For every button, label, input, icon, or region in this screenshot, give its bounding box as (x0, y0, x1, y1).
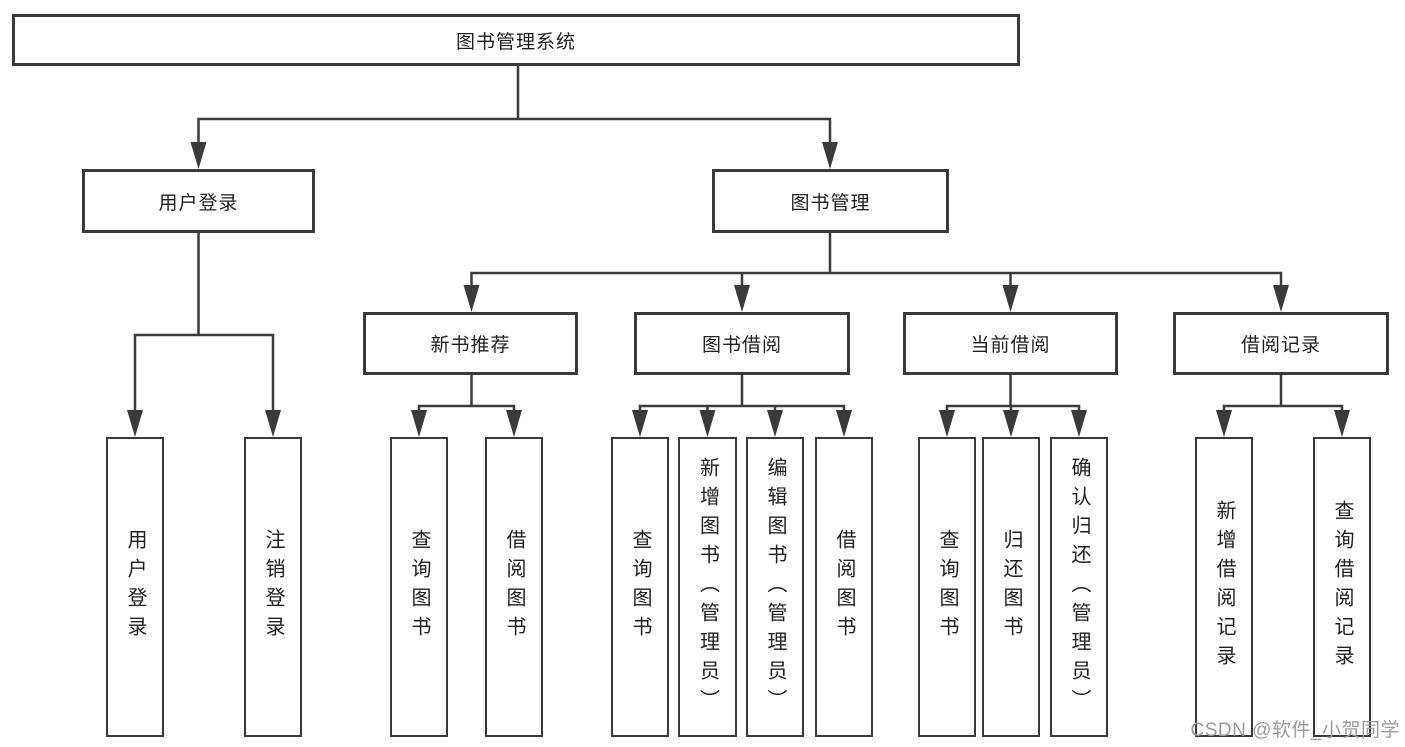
leaf-recommend-query-books: 查询图书 (390, 437, 448, 737)
node-book-borrowing-label: 图书借阅 (701, 335, 782, 356)
node-book-management-label: 图书管理 (790, 192, 871, 214)
leaf-query-borrow-record: 查询借阅记录 (1313, 437, 1371, 737)
leaf-logout-label: 注销登录 (262, 529, 284, 645)
node-root-label: 图书管理系统 (455, 31, 576, 53)
leaf-edit-books-admin-label: 编辑图书（管理员） (764, 456, 786, 718)
leaf-recommend-borrow-books-label: 借阅图书 (503, 529, 525, 645)
node-root: 图书管理系统 (12, 14, 1020, 66)
leaf-return-books-label: 归还图书 (1000, 529, 1022, 645)
leaf-current-query-books-label: 查询图书 (936, 529, 958, 645)
watermark: CSDN @软件_小贺同学 (1190, 720, 1400, 741)
leaf-confirm-return-admin: 确认归还（管理员） (1050, 437, 1108, 737)
node-user-login-label: 用户登录 (158, 192, 239, 214)
leaf-confirm-return-admin-label: 确认归还（管理员） (1068, 456, 1090, 718)
leaf-recommend-borrow-books: 借阅图书 (485, 437, 543, 737)
leaf-logout: 注销登录 (244, 437, 302, 737)
leaf-user-login: 用户登录 (106, 437, 164, 737)
node-user-login: 用户登录 (82, 169, 315, 233)
leaf-return-books: 归还图书 (982, 437, 1040, 737)
leaf-add-books-admin-label: 新增图书（管理员） (696, 456, 719, 718)
node-current-borrowing-label: 当前借阅 (970, 335, 1051, 356)
leaf-borrowing-query-books: 查询图书 (611, 437, 669, 737)
leaf-query-borrow-record-label: 查询借阅记录 (1331, 500, 1353, 674)
node-book-borrowing: 图书借阅 (634, 312, 850, 375)
leaf-user-login-label: 用户登录 (124, 529, 146, 645)
leaf-borrowing-borrow-books-label: 借阅图书 (833, 529, 855, 645)
node-new-book-recommend: 新书推荐 (363, 312, 578, 375)
leaf-add-books-admin: 新增图书（管理员） (678, 437, 737, 737)
leaf-add-borrow-record: 新增借阅记录 (1195, 437, 1253, 737)
leaf-current-query-books: 查询图书 (918, 437, 976, 737)
leaf-edit-books-admin: 编辑图书（管理员） (746, 437, 804, 737)
node-borrowing-records: 借阅记录 (1173, 312, 1389, 375)
node-borrowing-records-label: 借阅记录 (1240, 335, 1321, 356)
node-current-borrowing: 当前借阅 (903, 312, 1118, 375)
node-book-management: 图书管理 (712, 169, 949, 233)
leaf-borrowing-borrow-books: 借阅图书 (815, 437, 873, 737)
leaf-recommend-query-books-label: 查询图书 (408, 529, 430, 645)
node-new-book-recommend-label: 新书推荐 (430, 335, 511, 356)
leaf-borrowing-query-books-label: 查询图书 (629, 529, 651, 645)
leaf-add-borrow-record-label: 新增借阅记录 (1213, 500, 1235, 674)
